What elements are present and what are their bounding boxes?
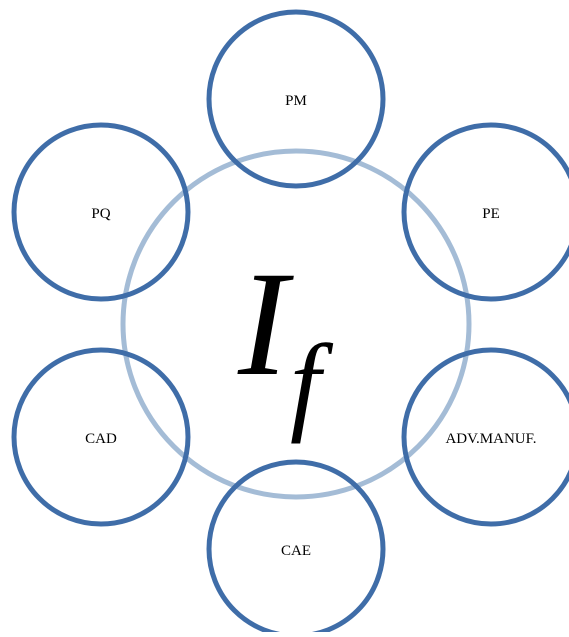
node-label-adv-manuf: ADV.MANUF. [445,431,536,447]
node-circle-pm [206,9,386,189]
node-circle-pe [401,122,569,302]
node-label-pe: PE [482,206,500,222]
node-label-cad: CAD [85,431,117,447]
center-subscript: f [290,322,334,444]
center-circle [120,148,472,500]
node-circle-adv-manuf [401,347,569,527]
node-circle-cad [11,347,191,527]
node-circle-pq [11,122,191,302]
node-label-cae: CAE [281,543,311,559]
node-label-pq: PQ [91,206,110,222]
center-symbol: I [237,241,294,407]
node-label-pm: PM [285,93,307,109]
